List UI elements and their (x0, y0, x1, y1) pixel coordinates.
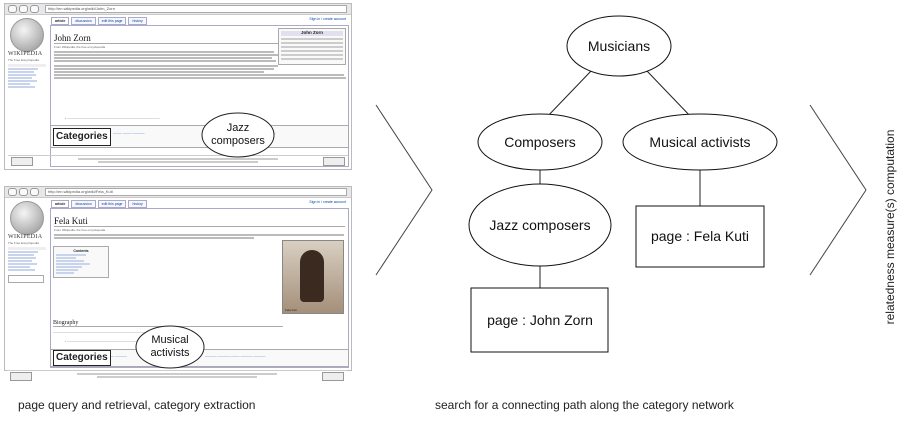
tab-edit[interactable]: edit this page (97, 200, 127, 208)
article-text (54, 234, 345, 239)
tab-discussion[interactable]: discussion (71, 17, 96, 25)
node-musicians (566, 15, 672, 77)
page-footer-bottom (7, 370, 347, 383)
login-link[interactable]: Sign in / create account (309, 200, 346, 204)
category-bar (50, 125, 349, 148)
portrait-figure (300, 250, 324, 302)
forward-button[interactable] (19, 188, 28, 196)
tab-article[interactable]: article (51, 200, 70, 208)
photo-caption: Fela Kuti (285, 308, 297, 312)
infobox: John Zorn (278, 28, 346, 65)
search-input[interactable] (8, 275, 44, 283)
edge-musicians-composers (544, 69, 593, 120)
toc-title: Contents (73, 249, 89, 253)
category-links-left[interactable]: ——— ———— (105, 354, 127, 358)
forward-button[interactable] (19, 5, 28, 13)
references-text: • ——————————————————————————————— (65, 116, 160, 120)
page-tabs: article discussion edit this page histor… (51, 17, 147, 25)
mediawiki-badge-icon (322, 372, 344, 381)
callout-jazz-composers: Jazz composers (201, 112, 275, 158)
node-page-john-zorn (470, 287, 609, 353)
tab-discussion[interactable]: discussion (71, 200, 96, 208)
page-title: Fela Kuti (54, 216, 345, 227)
biography-text: —————————————————————————————————————— (53, 330, 167, 334)
page-subtitle: From Wikipedia, the free encyclopedia (54, 228, 106, 232)
reload-button[interactable] (30, 5, 39, 13)
back-button[interactable] (8, 5, 17, 13)
category-links-right[interactable]: ———— ———— ——— ———— ———— (205, 354, 266, 358)
page-title: John Zorn (54, 33, 345, 44)
categories-label: Categories (53, 350, 111, 366)
wikipedia-wordmark: WIKIPEDIA (8, 51, 43, 57)
label-jazz-composers: Jazz composers (489, 217, 590, 233)
caption-left: page query and retrieval, category extra… (18, 398, 256, 412)
category-links-left[interactable]: ——— ——— ———— (113, 131, 145, 135)
browser-toolbar: http://en.wikipedia.org/wiki/Fela_Kuti (5, 187, 351, 198)
page-footer (8, 155, 348, 168)
portrait-image: Fela Kuti (282, 240, 344, 314)
categories-label: Categories (53, 128, 111, 146)
external-links-text: • —————————————————————————————— (65, 339, 157, 343)
label-composers: Composers (504, 134, 576, 150)
url-input[interactable]: http://en.wikipedia.org/wiki/John_Zorn (45, 5, 347, 13)
tab-history[interactable]: history (128, 200, 147, 208)
edge-musicians-activists (645, 69, 694, 120)
table-of-contents: Contents (53, 246, 109, 279)
infobox-title: John Zorn (281, 30, 343, 36)
page-tabs: article discussion edit this page histor… (51, 200, 147, 208)
login-link[interactable]: Sign in / create account (309, 17, 346, 21)
article-text (54, 51, 346, 79)
label-musical-activists: Musical activists (649, 134, 750, 150)
sidebar-nav (8, 247, 46, 284)
node-jazz-composers (468, 183, 612, 267)
wikipedia-globe-icon (10, 201, 44, 235)
label-musicians: Musicians (588, 38, 650, 54)
screenshot-john-zorn: http://en.wikipedia.org/wiki/John_Zorn W… (4, 3, 352, 170)
node-composers (477, 113, 603, 171)
tab-history[interactable]: history (128, 17, 147, 25)
wikipedia-tagline: The Free Encyclopedia (8, 241, 39, 245)
wikimedia-badge-icon (11, 157, 33, 166)
wikipedia-globe-icon (10, 18, 44, 52)
tab-article[interactable]: article (51, 17, 70, 25)
back-button[interactable] (8, 188, 17, 196)
caption-middle: search for a connecting path along the c… (435, 398, 734, 412)
node-musical-activists (622, 113, 778, 171)
browser-toolbar: http://en.wikipedia.org/wiki/John_Zorn (5, 4, 351, 15)
label-page-fela-kuti: page : Fela Kuti (651, 228, 749, 244)
label-page-john-zorn: page : John Zorn (487, 312, 593, 328)
caption-right: relatedness measure(s) computation (883, 129, 897, 325)
node-page-fela-kuti (635, 205, 765, 268)
callout-line-2: activists (150, 347, 190, 359)
reload-button[interactable] (30, 188, 39, 196)
flow-chevron-left (375, 104, 433, 276)
callout-line-2: composers (211, 135, 265, 147)
wikipedia-wordmark: WIKIPEDIA (8, 234, 43, 240)
wikipedia-tagline: The Free Encyclopedia (8, 58, 39, 62)
mediawiki-badge-icon (323, 157, 345, 166)
callout-line-1: Musical (151, 334, 188, 346)
callout-musical-activists: Musical activists (135, 325, 205, 369)
flow-chevron-right (809, 104, 867, 276)
sidebar-nav (8, 64, 46, 89)
callout-line-1: Jazz (227, 122, 250, 134)
url-input[interactable]: http://en.wikipedia.org/wiki/Fela_Kuti (45, 188, 347, 196)
wikimedia-badge-icon (10, 372, 32, 381)
page-subtitle: From Wikipedia, the free encyclopedia (54, 45, 106, 49)
tab-edit[interactable]: edit this page (97, 17, 127, 25)
